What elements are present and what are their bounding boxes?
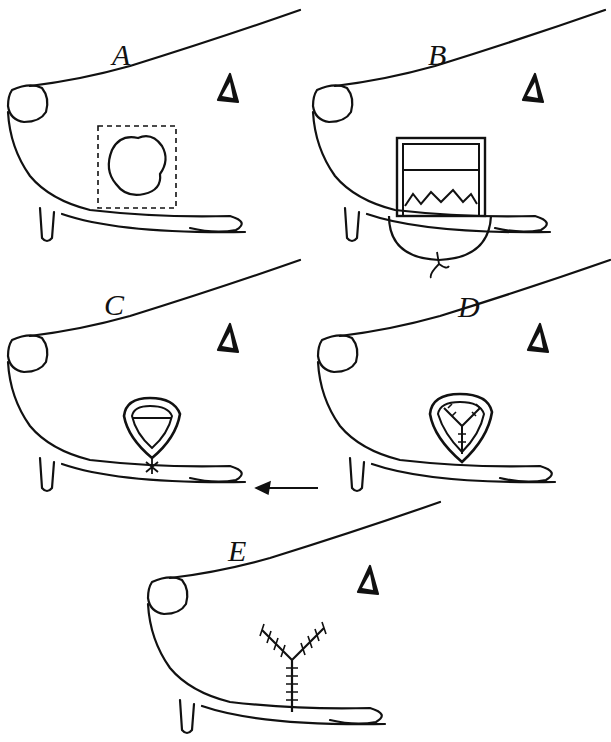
panel-letter: D bbox=[458, 292, 480, 322]
panel-letter: C bbox=[104, 290, 124, 320]
panel-letter: B bbox=[428, 40, 446, 70]
panel-letter: A bbox=[112, 40, 130, 70]
panel-letter: E bbox=[228, 536, 246, 566]
